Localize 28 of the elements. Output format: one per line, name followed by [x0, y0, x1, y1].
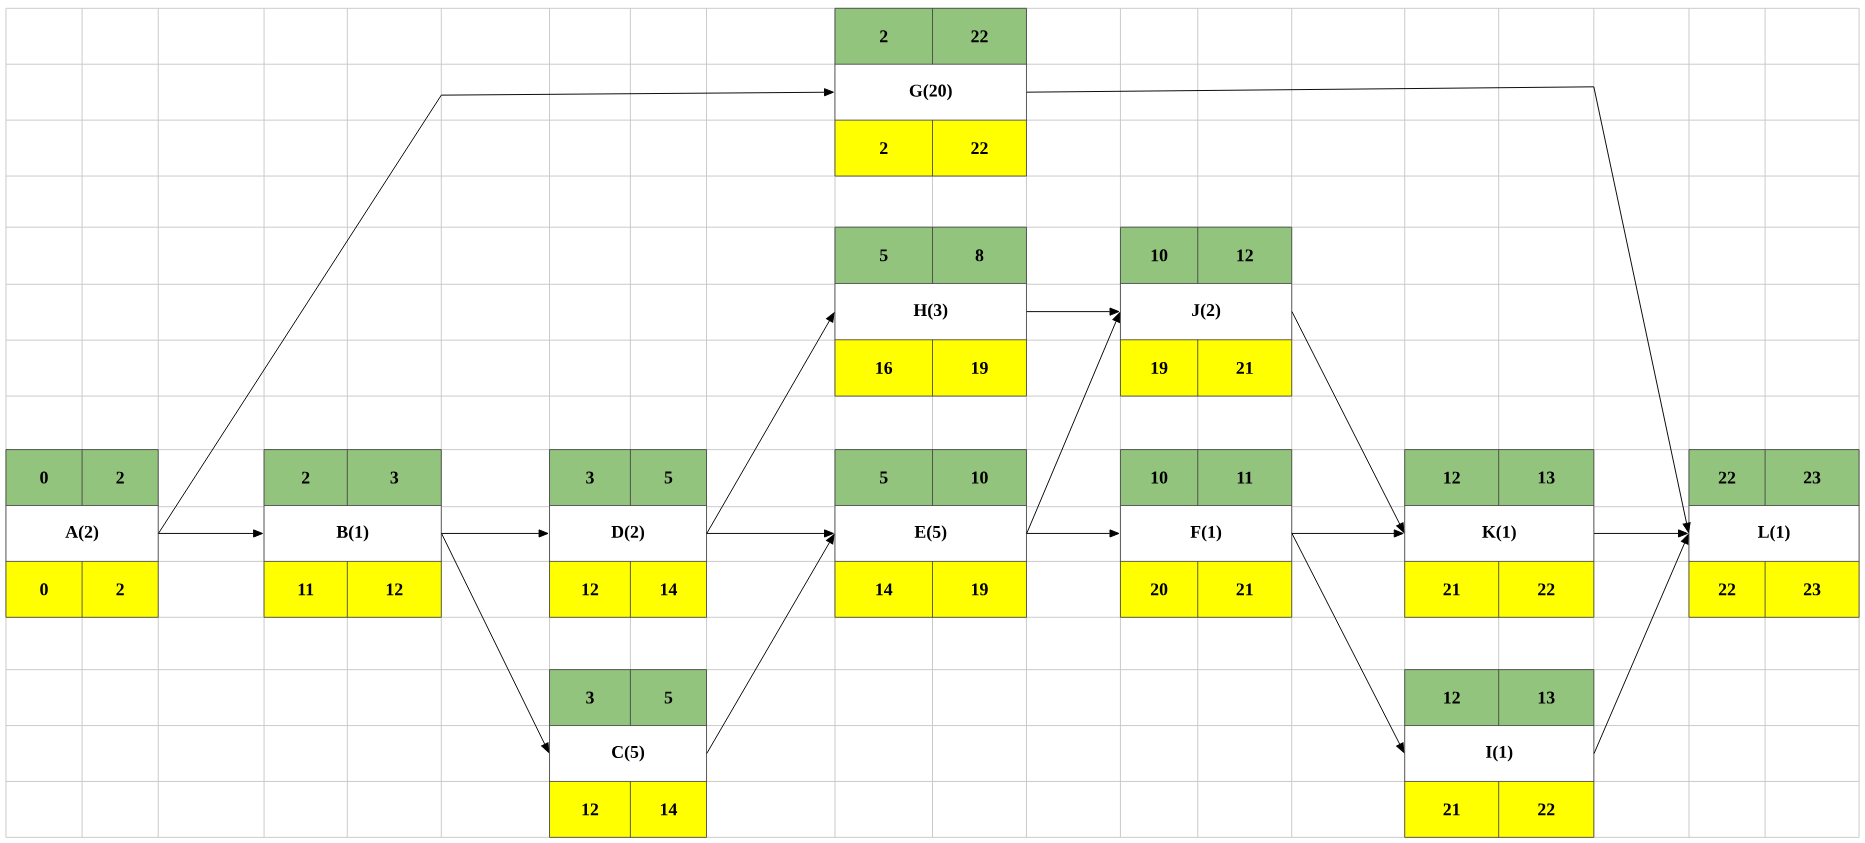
activity-box: 5 8 H(3) 16 19: [834, 226, 1027, 397]
arrow: [706, 312, 835, 534]
arrow: [1291, 311, 1405, 533]
arrow: [157, 529, 263, 538]
arrow: [1026, 86, 1691, 533]
arrow: [1026, 307, 1120, 316]
activity-box: 12 13 K(1) 21 22: [1404, 449, 1595, 618]
activity-box: 10 11 F(1) 20 21: [1120, 449, 1293, 618]
arrow: [706, 533, 835, 754]
arrow: [1026, 312, 1121, 534]
arrow: [157, 88, 834, 534]
activity-box: 5 10 E(5) 14 19: [834, 449, 1027, 618]
arrow: [441, 532, 550, 753]
activity-box: 10 12 J(2) 19 21: [1120, 226, 1293, 397]
arrow: [1291, 532, 1405, 753]
activity-box: 3 5 C(5) 12 14: [549, 669, 707, 838]
activity-box: 22 23 L(1) 22 23: [1688, 449, 1860, 618]
activity-box: 2 22 G(20) 2 22: [834, 7, 1027, 177]
activity-box: 0 2 A(2) 0 2: [5, 449, 159, 618]
arrow: [441, 529, 549, 538]
activity-box: 12 13 I(1) 21 22: [1404, 669, 1595, 838]
arrow: [1593, 529, 1688, 538]
arrow: [1593, 534, 1689, 754]
arrow: [1291, 529, 1404, 538]
activity-box: 3 5 D(2) 12 14: [549, 449, 707, 618]
arrow: [706, 529, 834, 538]
activity-box: 2 3 B(1) 11 12: [263, 449, 442, 618]
arrow: [1026, 529, 1120, 538]
